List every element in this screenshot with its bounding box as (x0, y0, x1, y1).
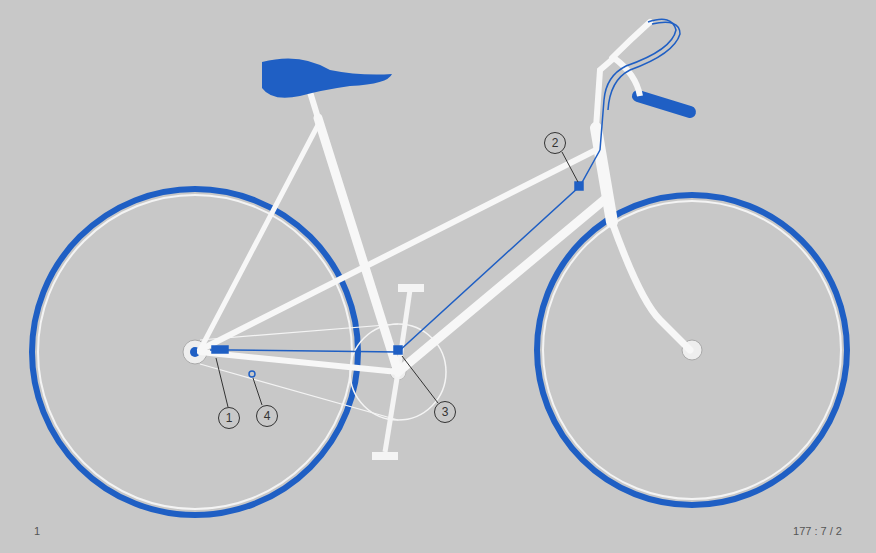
frame (200, 22, 690, 372)
rear-wheel (32, 189, 358, 515)
callout-number: 4 (256, 405, 278, 427)
callout-number: 1 (218, 407, 240, 429)
figure-number: 1 (34, 525, 40, 537)
saddle (262, 58, 392, 97)
callout-number: 3 (434, 401, 456, 423)
handlebar-grip (638, 96, 690, 112)
figure-reference: 177 : 7 / 2 (793, 525, 842, 537)
callout-number: 2 (544, 132, 566, 154)
drivetrain (200, 284, 446, 460)
shift-cable (210, 19, 680, 377)
leader-lines (216, 152, 578, 407)
handlebar (614, 58, 640, 96)
front-wheel (537, 195, 847, 505)
